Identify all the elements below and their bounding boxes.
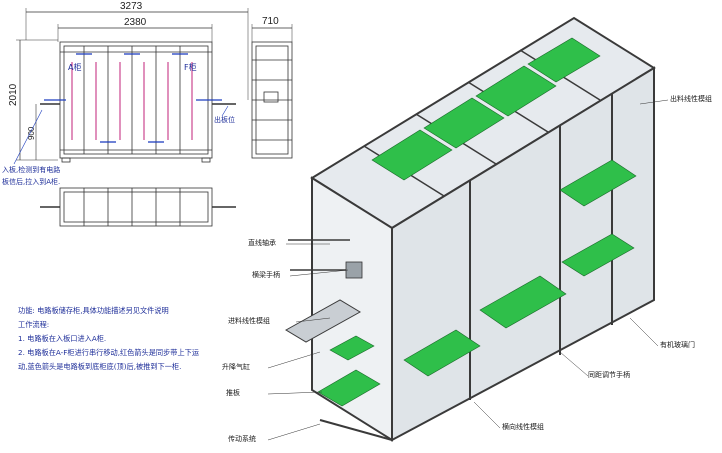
- isometric-cabinet: [285, 16, 656, 442]
- inlet-note-line2: 板信后,拉入到A柜.: [2, 177, 60, 186]
- description-step2a: 2. 电路板在A-F柜进行串行移动,红色箭头是同步带上下运: [18, 348, 200, 357]
- callout-glass-door: 有机玻璃门: [660, 341, 695, 349]
- dimension-height: 2010: [8, 39, 58, 161]
- front-view: [40, 41, 236, 163]
- dimension-overall-width: 3273: [25, 1, 249, 100]
- cabinet-f-label: F柜: [184, 62, 197, 72]
- cabinet-a-label: A柜: [68, 62, 81, 72]
- description-process-title: 工作流程:: [18, 320, 50, 329]
- depth-value: 710: [262, 16, 279, 27]
- red-arrows: [71, 62, 193, 140]
- callout-leaders: [267, 99, 669, 441]
- description-step1: 1. 电路板在入板口进入A柜.: [18, 334, 107, 343]
- outlet-leader: [221, 105, 229, 117]
- callout-linear-bearing: 直线轴承: [248, 239, 276, 247]
- overall-width-value: 3273: [120, 1, 143, 12]
- dimension-inlet-height: 900: [27, 104, 37, 160]
- callout-inlet-module: 进料线性模组: [228, 317, 270, 325]
- callout-horizontal-wheel: 横梁手柄: [252, 271, 280, 279]
- callout-drive-system: 传动系统: [228, 435, 256, 443]
- callout-horizontal-module: 横向线性模组: [502, 423, 544, 431]
- inlet-note-line1: 入板,检测到有电路: [2, 165, 60, 174]
- outlet-plate-label: 出板位: [214, 115, 235, 124]
- cabinet-width-value: 2380: [124, 17, 147, 28]
- callout-outlet-module: 出料线性模组: [670, 95, 712, 103]
- description-function: 功能: 电路板储存柜,具体功能描述另见文件说明: [18, 306, 169, 315]
- height-value: 2010: [8, 83, 19, 106]
- dimension-depth: 710: [251, 16, 293, 42]
- description-block: 功能: 电路板储存柜,具体功能描述另见文件说明 工作流程: 1. 电路板在入板口…: [18, 304, 288, 374]
- dimension-cabinet-width: 2380: [57, 17, 213, 42]
- inlet-height-value: 900: [27, 126, 36, 140]
- blue-arrows: [44, 53, 222, 143]
- callout-lift-cylinder: 升降气缸: [222, 363, 250, 371]
- callout-push-plate: 推板: [226, 389, 240, 397]
- side-view: [251, 41, 293, 159]
- description-step2b: 动,蓝色箭头是电路板到底柜底(顶)后,被推到下一柜.: [18, 362, 182, 371]
- inlet-leader: [13, 109, 43, 165]
- callout-sync-adjust: 同距调节手柄: [588, 371, 630, 379]
- top-view: [40, 187, 236, 227]
